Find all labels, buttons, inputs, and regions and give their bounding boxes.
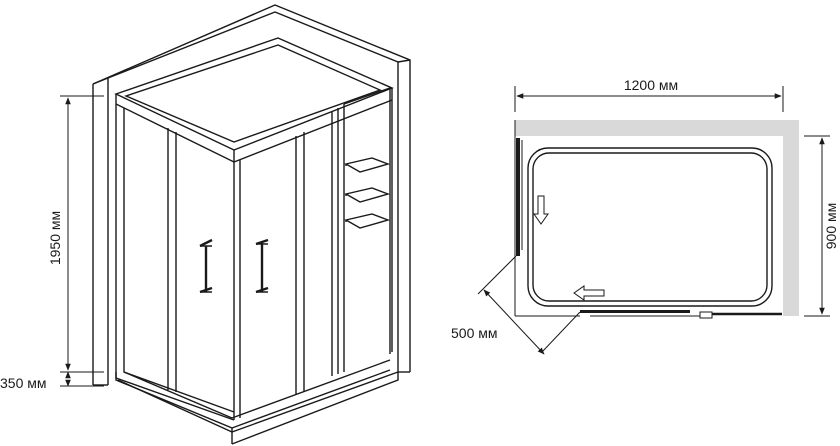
top-view: 500 мм 1200 мм 900 мм (451, 77, 839, 355)
front-glass-panel (115, 104, 241, 421)
door-handle-right (255, 238, 269, 294)
dimension-label-width: 1200 мм (624, 77, 678, 93)
left-panel (516, 138, 523, 256)
dimension-label-height-tray: 350 мм (0, 375, 47, 391)
door-swing: 500 мм (451, 255, 581, 355)
direction-arrow-down (533, 195, 549, 225)
dimension-depth: 900 мм (804, 135, 839, 317)
corner-shelves (344, 157, 391, 229)
walls (514, 120, 799, 316)
dimension-label-height-cabin: 1950 мм (47, 211, 63, 265)
tray-inner-outline (532, 152, 768, 302)
dimension-label-depth: 900 мм (823, 203, 839, 250)
back-walls (92, 4, 411, 386)
bottom-panel (514, 136, 782, 319)
dimension-height-cabin: 1950 мм (47, 95, 104, 373)
tray-outline (527, 147, 773, 307)
direction-arrow-left (573, 285, 605, 301)
side-glass-panel (295, 87, 393, 395)
dimension-label-door-opening: 500 мм (451, 325, 498, 341)
door-handle-left (199, 238, 213, 294)
isometric-view: 1950 мм 350 мм (0, 4, 411, 445)
dimension-width: 1200 мм (514, 77, 784, 112)
dimension-height-tray: 350 мм (0, 371, 104, 391)
shower-tray (115, 359, 399, 445)
